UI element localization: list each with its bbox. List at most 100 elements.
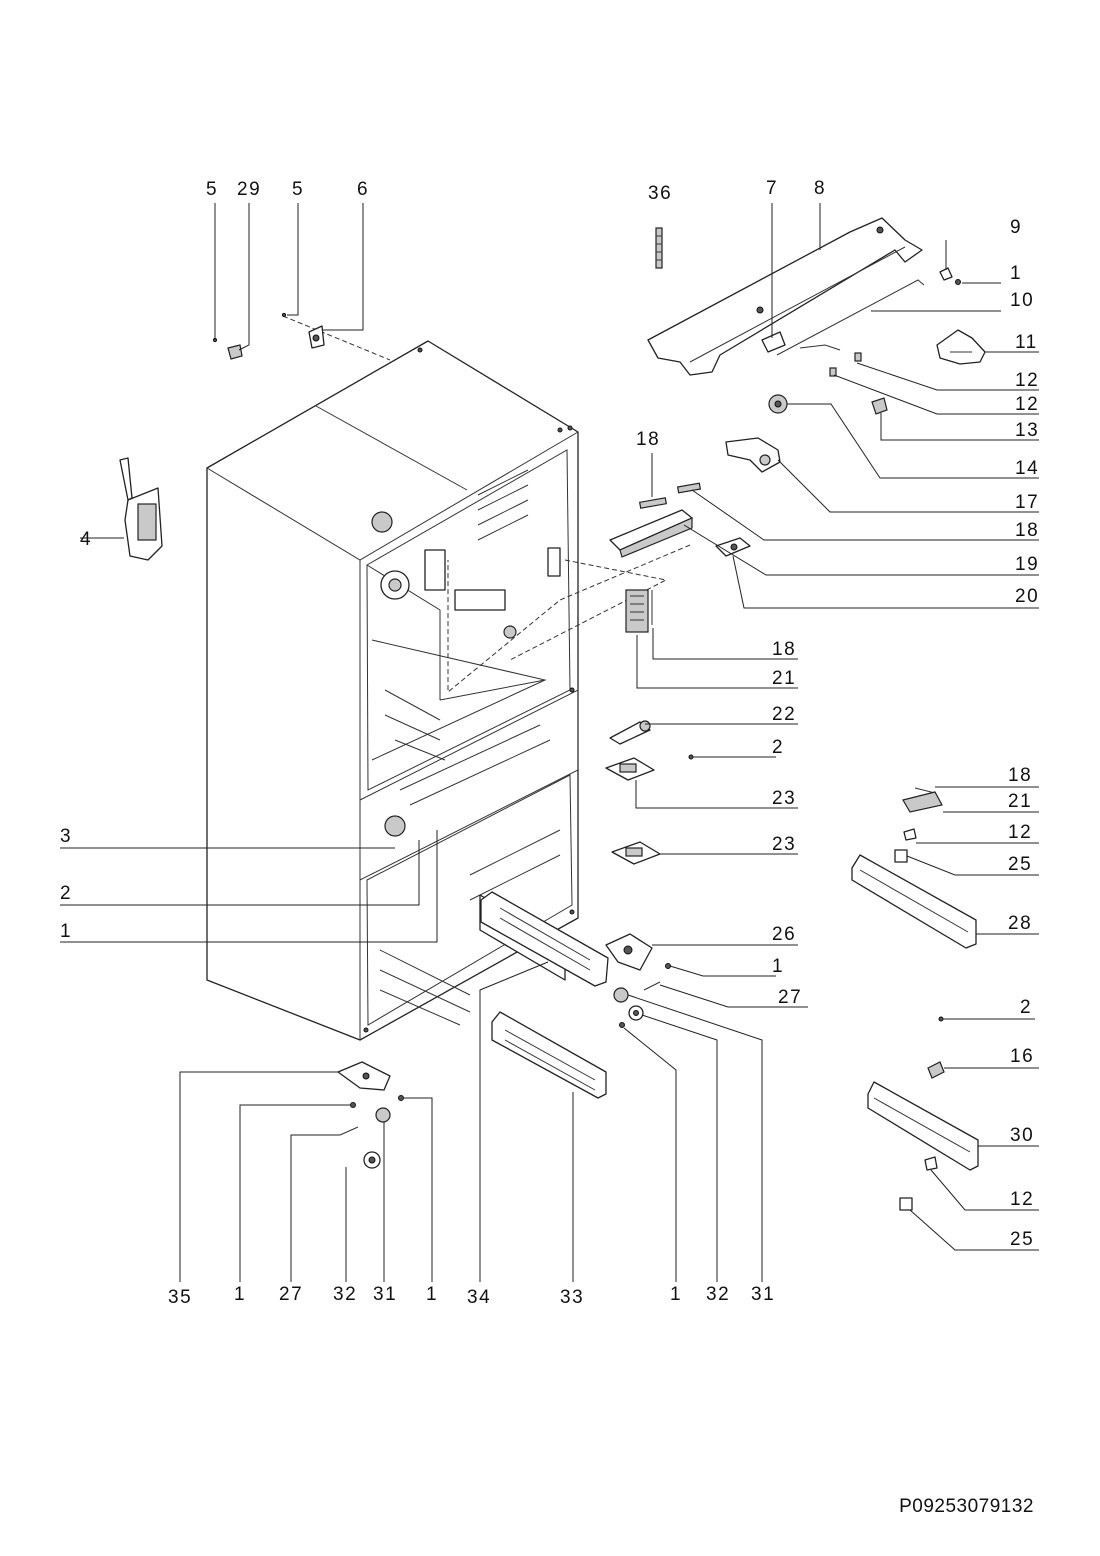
- callout-19: 19: [1015, 554, 1039, 575]
- part-fan-14: [768, 394, 788, 414]
- part-lamp-housing-21a: [715, 537, 751, 557]
- callout-36: 36: [648, 183, 672, 204]
- callout-28: 28: [1008, 913, 1032, 934]
- part-cover-25a: [894, 849, 908, 863]
- part-knob-13: [871, 397, 888, 415]
- callout-7: 7: [766, 178, 778, 199]
- callout-31b: 31: [751, 1284, 775, 1305]
- explosion-lines: [282, 315, 691, 694]
- callout-2a: 2: [772, 737, 784, 758]
- part-ice-maker-4: [119, 457, 163, 561]
- callout-2b: 2: [60, 883, 72, 904]
- part-rail-28: [851, 854, 977, 949]
- callout-31a: 31: [373, 1284, 397, 1305]
- callout-12c: 12: [1008, 822, 1032, 843]
- part-bracket-17: [725, 437, 781, 473]
- callout-16: 16: [1010, 1046, 1034, 1067]
- part-damper-23b: [611, 841, 661, 865]
- callout-14: 14: [1015, 458, 1039, 479]
- part-pin-27a: [643, 981, 661, 991]
- callout-30: 30: [1010, 1125, 1034, 1146]
- callout-1c: 1: [772, 956, 784, 977]
- callout-1a: 1: [1010, 263, 1022, 284]
- part-lamp-21c: [902, 791, 943, 813]
- cabinet: [206, 340, 579, 1041]
- callout-17: 17: [1015, 492, 1039, 513]
- callout-1b: 1: [60, 921, 72, 942]
- callout-23b: 23: [772, 834, 796, 855]
- leader-lines: [60, 203, 1039, 1282]
- callout-25b: 25: [1010, 1229, 1034, 1250]
- callout-13: 13: [1015, 420, 1039, 441]
- part-screw-1d: [350, 1102, 356, 1108]
- part-screw-1e: [398, 1095, 404, 1101]
- callout-22: 22: [772, 704, 796, 725]
- part-bracket-26: [605, 933, 653, 971]
- part-pin-27b: [339, 1126, 359, 1136]
- callout-27b: 27: [279, 1284, 303, 1305]
- part-kickplate-33: [491, 1011, 607, 1099]
- callout-25a: 25: [1008, 854, 1032, 875]
- part-screw-1a: [955, 279, 961, 285]
- callout-12a: 12: [1015, 370, 1039, 391]
- callout-10: 10: [1010, 290, 1034, 311]
- callout-11: 11: [1015, 332, 1038, 353]
- part-damper-23a: [605, 757, 655, 781]
- callout-12b: 12: [1015, 394, 1039, 415]
- callout-18b: 18: [1015, 520, 1039, 541]
- part-screw-5b: [281, 312, 287, 318]
- part-sensor-22: [609, 720, 651, 745]
- callout-26: 26: [772, 924, 796, 945]
- part-rail-30: [867, 1081, 979, 1171]
- part-wire-10: [776, 279, 925, 356]
- callout-3: 3: [60, 826, 72, 847]
- callout-27a: 27: [778, 987, 802, 1008]
- callout-6: 6: [357, 179, 369, 200]
- part-screw-2a: [688, 754, 694, 760]
- part-wheel-32b: [363, 1151, 381, 1169]
- callout-18c: 18: [772, 639, 796, 660]
- callout-32a: 32: [333, 1284, 357, 1305]
- part-clip-9: [939, 267, 953, 281]
- callout-18d: 18: [1008, 765, 1032, 786]
- part-clip-12c: [903, 828, 917, 841]
- part-wire-18c: [914, 787, 936, 794]
- part-plate-7: [761, 331, 786, 353]
- part-clip-12d: [924, 1156, 938, 1171]
- part-light-18a: [638, 497, 668, 509]
- part-pin-36: [655, 227, 663, 269]
- callout-35: 35: [168, 1287, 192, 1308]
- document-code: P09253079132: [899, 1496, 1034, 1517]
- callout-21b: 21: [1008, 791, 1032, 812]
- callout-9: 9: [1010, 217, 1022, 238]
- callout-labels: 5 29 5 6 36 7 8 9 1 10 11 12 12 13 14 17…: [60, 178, 1039, 1308]
- callout-4: 4: [80, 529, 92, 550]
- part-bracket-35: [337, 1061, 391, 1091]
- part-connector-12b: [829, 367, 837, 377]
- callout-20: 20: [1015, 586, 1039, 607]
- part-cover-20: [609, 509, 693, 558]
- part-bracket-16: [927, 1061, 945, 1079]
- part-connector-12a: [854, 352, 862, 362]
- part-light-19: [676, 482, 702, 494]
- callout-1d: 1: [234, 1284, 246, 1305]
- part-lamp-21b: [625, 589, 649, 633]
- callout-32b: 32: [706, 1284, 730, 1305]
- callout-1e: 1: [426, 1284, 438, 1305]
- callout-5b: 5: [292, 179, 304, 200]
- callout-5a: 5: [206, 179, 218, 200]
- callout-18a: 18: [636, 429, 660, 450]
- callout-33: 33: [560, 1287, 584, 1308]
- part-screw-1c: [619, 1022, 625, 1028]
- callout-21a: 21: [772, 668, 796, 689]
- callout-23a: 23: [772, 788, 796, 809]
- callout-8: 8: [814, 178, 826, 199]
- part-hinge-11: [936, 329, 986, 365]
- part-roller-31b: [375, 1107, 391, 1123]
- callout-2c: 2: [1020, 997, 1032, 1018]
- callout-1f: 1: [670, 1284, 682, 1305]
- part-roller-31a: [613, 987, 629, 1003]
- part-grille-34: [480, 891, 609, 987]
- part-screw-2b: [938, 1016, 944, 1022]
